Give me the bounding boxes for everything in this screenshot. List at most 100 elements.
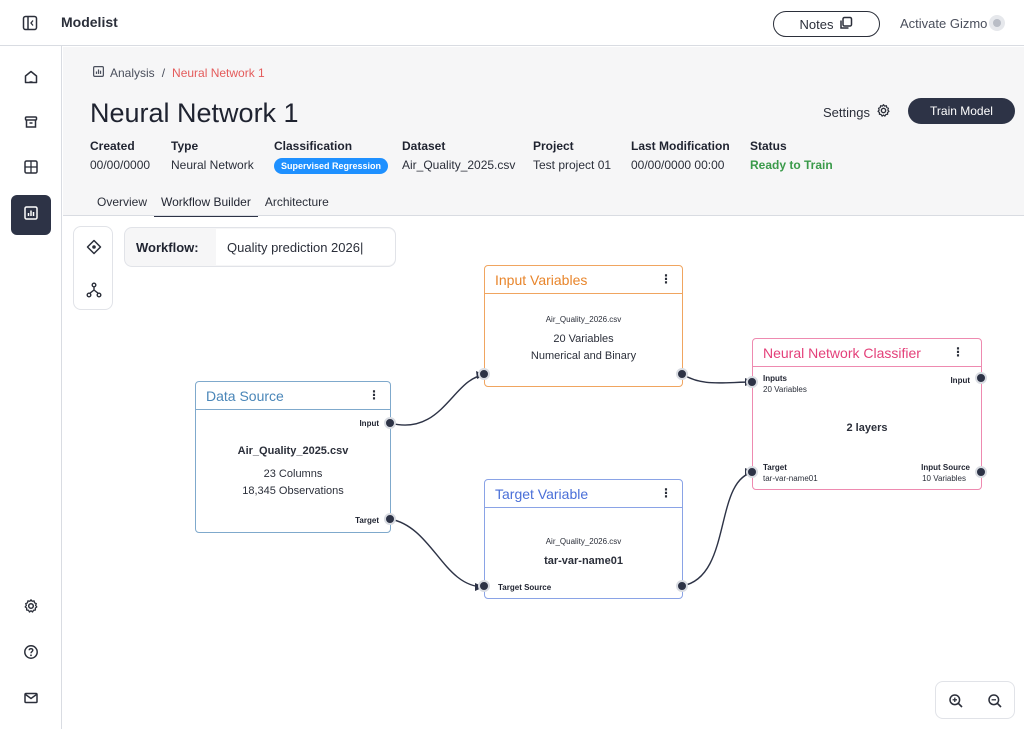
meta-value: Air_Quality_2025.csv <box>402 158 516 172</box>
port-target-variable-in[interactable] <box>478 580 490 592</box>
tab-architecture[interactable]: Architecture <box>264 195 329 209</box>
meta-value: 00/00/0000 <box>90 158 151 172</box>
tab-workflow-builder[interactable]: Workflow Builder <box>154 193 258 218</box>
home-icon <box>23 69 39 90</box>
port-data-source-input[interactable] <box>384 417 396 429</box>
node-file: Air_Quality_2026.csv <box>545 537 622 546</box>
port-data-source-target[interactable] <box>384 513 396 525</box>
sidebar-item-settings[interactable] <box>11 588 51 628</box>
classification-badge: Supervised Regression <box>274 158 389 174</box>
gear-icon <box>876 103 891 121</box>
node-title: Input Variables <box>495 272 588 288</box>
port-label-target: Target <box>763 463 787 472</box>
zoom-controls <box>935 681 1015 719</box>
sidebar <box>0 46 62 729</box>
gizmo-toggle[interactable] <box>989 15 1005 31</box>
meta-status: Status Ready to Train <box>750 139 833 172</box>
meta-label: Classification <box>274 139 353 153</box>
node-file: Air_Quality_2025.csv <box>237 445 349 457</box>
sidebar-item-home[interactable] <box>11 59 51 99</box>
workflow-name-input[interactable]: Quality prediction 2026| <box>216 229 395 265</box>
gear-icon <box>23 598 39 619</box>
port-label-input: Input <box>359 419 379 428</box>
workflow-label: Workflow: <box>136 240 199 255</box>
port-classifier-inputs[interactable] <box>746 376 758 388</box>
breadcrumb-separator: / <box>161 66 166 80</box>
port-sub-target: tar-var-name01 <box>763 474 818 483</box>
mail-icon <box>23 690 39 711</box>
meta-created: Created 00/00/0000 <box>90 139 150 172</box>
workflow-canvas[interactable]: Workflow: Quality prediction 2026| Data … <box>63 217 1024 729</box>
node-input-variables[interactable]: Input Variables ⋮ Air_Quality_2026.csv 2… <box>484 265 683 387</box>
node-target-variable[interactable]: Target Variable ⋮ Air_Quality_2026.csv t… <box>484 479 683 599</box>
node-add-icon[interactable] <box>86 239 102 255</box>
edge-source-target <box>389 518 485 588</box>
breadcrumb-root[interactable]: Analysis <box>110 66 155 80</box>
node-layers: 2 layers <box>846 422 888 434</box>
port-label-target: Target <box>355 516 379 525</box>
meta-label: Project <box>533 139 574 153</box>
node-data-source[interactable]: Data Source ⋮ Input Air_Quality_2025.csv… <box>195 381 391 533</box>
port-label-input: Input <box>950 376 970 385</box>
tab-overview[interactable]: Overview <box>97 195 148 209</box>
meta-value: Neural Network <box>171 158 254 172</box>
meta-label: Dataset <box>402 139 446 153</box>
port-label-input-source: Input Source <box>921 463 970 472</box>
port-classifier-target[interactable] <box>746 466 758 478</box>
port-target-variable-out[interactable] <box>676 580 688 592</box>
port-label-inputs: Inputs <box>763 374 787 383</box>
node-title: Neural Network Classifier <box>763 345 921 361</box>
port-input-variables-in[interactable] <box>478 368 490 380</box>
notes-label: Notes <box>799 16 834 32</box>
meta-project: Project Test project 01 <box>533 139 611 172</box>
zoom-in-icon[interactable] <box>948 693 964 709</box>
status-value: Ready to Train <box>750 158 833 172</box>
meta-dataset: Dataset Air_Quality_2025.csv <box>402 139 515 172</box>
sidebar-item-inbox[interactable] <box>11 104 51 144</box>
breadcrumb: Analysis / Neural Network 1 <box>92 65 265 81</box>
port-sub-inputs: 20 Variables <box>763 385 807 394</box>
settings-label: Settings <box>823 104 870 120</box>
train-model-button[interactable]: Train Model <box>908 98 1015 124</box>
node-title: Target Variable <box>495 486 589 502</box>
port-classifier-input-source[interactable] <box>975 466 987 478</box>
port-classifier-input[interactable] <box>975 372 987 384</box>
node-neural-network-classifier[interactable]: Neural Network Classifier ⋮ Inputs 20 Va… <box>752 338 982 490</box>
page-header: Analysis / Neural Network 1 Neural Netwo… <box>63 47 1024 218</box>
meta-classification: Classification Supervised Regression <box>274 139 389 174</box>
node-columns: 23 Columns <box>263 468 323 480</box>
port-input-variables-out[interactable] <box>676 368 688 380</box>
app-name: Modelist <box>61 14 118 30</box>
node-menu-icon[interactable]: ⋮ <box>660 486 672 500</box>
page-title: Neural Network 1 <box>90 98 299 128</box>
sidebar-item-mail[interactable] <box>11 680 51 720</box>
node-menu-icon[interactable]: ⋮ <box>660 272 672 286</box>
workflow-name-field: Workflow: Quality prediction 2026| <box>124 227 396 267</box>
node-menu-icon[interactable]: ⋮ <box>368 388 380 402</box>
sidebar-toggle-icon[interactable] <box>22 15 38 31</box>
notes-button[interactable]: Notes <box>773 11 880 37</box>
inbox-icon <box>23 114 39 135</box>
node-observations: 18,345 Observations <box>242 485 344 497</box>
analysis-icon <box>92 65 105 81</box>
meta-value: Test project 01 <box>533 158 612 172</box>
sidebar-item-dashboard[interactable] <box>11 149 51 189</box>
port-label-target-source: Target Source <box>498 583 552 592</box>
edge-target-classifier <box>681 471 755 587</box>
node-menu-icon[interactable]: ⋮ <box>952 345 964 359</box>
zoom-out-icon[interactable] <box>987 693 1003 709</box>
node-kind: Numerical and Binary <box>530 350 637 362</box>
settings-button[interactable]: Settings <box>823 103 891 121</box>
top-bar: Modelist Notes Activate Gizmo <box>0 0 1024 46</box>
sidebar-item-help[interactable] <box>11 634 51 674</box>
hierarchy-icon[interactable] <box>86 282 102 298</box>
meta-type: Type Neural Network <box>171 139 254 172</box>
copy-icon <box>839 16 853 33</box>
meta-label: Type <box>171 139 199 153</box>
meta-label: Status <box>750 139 787 153</box>
analysis-icon <box>23 205 39 226</box>
meta-value: 00/00/0000 00:00 <box>631 158 725 172</box>
meta-label: Last Modification <box>631 139 730 153</box>
sidebar-item-analysis[interactable] <box>11 195 51 235</box>
node-count: 20 Variables <box>553 333 614 345</box>
